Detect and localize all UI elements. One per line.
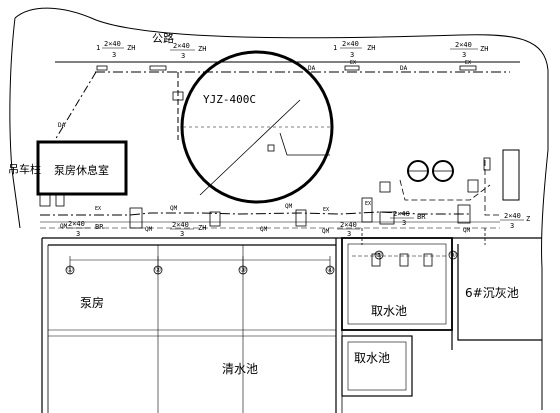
svg-text:ZH: ZH <box>198 45 206 53</box>
svg-text:3: 3 <box>350 51 354 59</box>
svg-text:3: 3 <box>510 222 514 230</box>
svg-text:3: 3 <box>402 219 406 227</box>
svg-text:3: 3 <box>180 230 184 238</box>
rest-room-box <box>36 140 128 196</box>
rest-room-label: 泵房休息室 <box>54 163 109 177</box>
intake-pool-box-2 <box>341 335 413 397</box>
tag-qm-3: QM <box>60 223 68 230</box>
svg-text:2×40: 2×40 <box>173 42 190 50</box>
svg-text:⑥: ⑥ <box>450 251 456 259</box>
svg-text:ZH: ZH <box>480 45 488 53</box>
tag-qm-6: QM <box>322 228 330 235</box>
intake-pool-label-2: 取水池 <box>354 351 390 365</box>
svg-text:2×40: 2×40 <box>393 210 410 218</box>
svg-text:2×40: 2×40 <box>342 40 359 48</box>
cable-label-7: 2×40 3 BR <box>390 210 426 227</box>
svg-text:1: 1 <box>333 44 337 52</box>
svg-text:3: 3 <box>347 230 351 238</box>
tag-ex-1: EX <box>350 60 356 66</box>
tank-circle <box>180 50 334 204</box>
cable-label-2: 2×40 3 ZH <box>170 42 206 60</box>
cable-label-9: 2×40 3 Z <box>500 212 530 230</box>
svg-text:⑤: ⑤ <box>376 251 382 259</box>
tag-da-2: DA <box>400 65 408 72</box>
svg-text:ZH: ZH <box>367 44 375 52</box>
tank-label: YJZ-400C <box>203 93 256 106</box>
tag-qm-7: QM <box>463 227 471 234</box>
cable-label-5: 2×40 3 BR <box>66 220 104 238</box>
road-label: 公路 <box>152 32 174 45</box>
cable-label-6: 2×40 3 ZH <box>170 221 206 238</box>
pump-house-outline <box>41 237 342 413</box>
tag-da-1: DA <box>308 65 316 72</box>
cable-label-3: 1 2×40 3 ZH <box>333 40 375 59</box>
cable-label-4: 2×40 3 ZH <box>450 41 488 59</box>
cable-label-8: 2×40 3 <box>337 221 360 238</box>
cable-trench-main <box>40 211 470 216</box>
svg-text:3: 3 <box>181 52 185 60</box>
pump-house-label: 泵房 <box>80 295 104 310</box>
svg-text:3: 3 <box>462 51 466 59</box>
tag-ex-5: EX <box>365 201 371 207</box>
svg-text:3: 3 <box>76 230 80 238</box>
site-boundary <box>9 7 549 410</box>
tag-qm-4: QM <box>145 226 153 233</box>
svg-text:ZH: ZH <box>127 44 135 52</box>
svg-text:2×40: 2×40 <box>172 221 189 229</box>
tag-qm-2: QM <box>285 203 293 210</box>
settling-pool-outline <box>451 237 542 350</box>
axis-markers: ① ② ③ ④ ⑤ ⑥ <box>65 250 458 275</box>
tag-ex-4: EX <box>323 207 329 213</box>
svg-text:ZH: ZH <box>198 224 206 232</box>
tag-ex-3: EX <box>95 206 101 212</box>
tag-qm-1: QM <box>170 205 178 212</box>
svg-text:Z: Z <box>526 215 530 223</box>
svg-text:2×40: 2×40 <box>455 41 472 49</box>
settling-pool-label: 6#沉灰池 <box>465 286 519 300</box>
svg-text:BR: BR <box>417 213 426 221</box>
cable-label-1: 1 2×40 3 ZH <box>96 40 135 59</box>
tag-da-3: DA <box>58 122 66 129</box>
svg-text:3: 3 <box>112 51 116 59</box>
svg-text:2×40: 2×40 <box>504 212 521 220</box>
svg-text:2×40: 2×40 <box>68 220 85 228</box>
svg-text:BR: BR <box>95 223 104 231</box>
right-equipment-box <box>502 149 520 201</box>
intake-pool-label-1: 取水池 <box>371 304 407 318</box>
svg-text:2×40: 2×40 <box>104 40 121 48</box>
svg-text:1: 1 <box>96 44 100 52</box>
svg-text:2×40: 2×40 <box>340 221 357 229</box>
tag-qm-5: QM <box>260 226 268 233</box>
tag-ex-2: EX <box>465 60 471 66</box>
crane-column-label: 吊车柱 <box>8 162 41 176</box>
clear-pool-label: 清水池 <box>222 362 258 376</box>
